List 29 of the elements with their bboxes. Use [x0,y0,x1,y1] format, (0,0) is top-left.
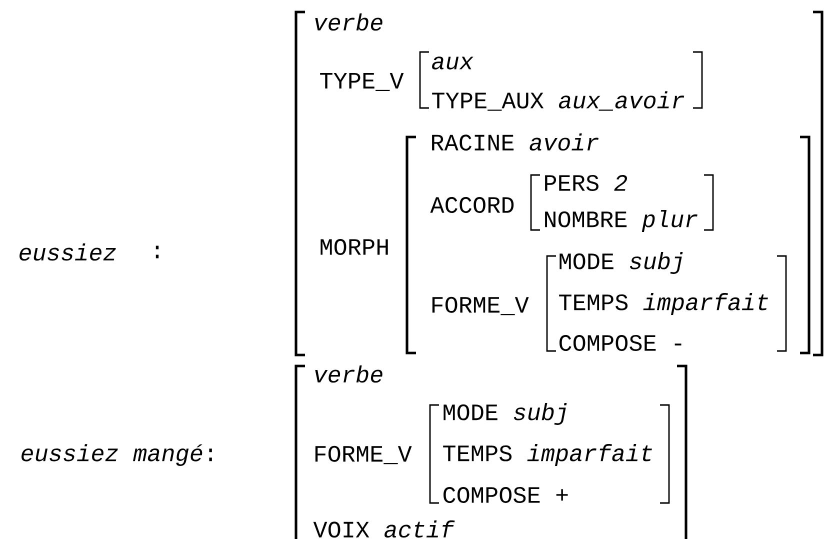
feature-pair: TEMPS imparfait [443,444,652,466]
attribute-matrix [294,10,824,356]
feature-name: FORME_V [315,446,412,464]
feature-pair: TEMPS imparfait [559,293,768,315]
attribute-matrix [406,133,810,354]
attribute-matrix [546,252,787,352]
attribute-matrix [429,403,670,504]
feature-value: verbe [315,13,382,31]
feature-pair: TYPE_AUX aux_avoir [432,91,684,111]
feature-pair: MODE subj [444,403,567,425]
feature-value: verbe [315,365,382,383]
feature-pair: NOMBRE plur [545,210,698,232]
colon: : [156,246,159,258]
feature-pair: PERS 2 [545,175,628,191]
feature-name: ACCORD [430,197,514,213]
attribute-matrix [530,174,714,232]
attribute-matrix [419,51,703,111]
feature-name: FORME_V [432,296,529,316]
feature-pair: RACINE avoir [432,133,599,151]
feature-name: MORPH [320,239,388,255]
feature-pair: COMPOSE + [444,487,568,503]
attribute-matrix [294,364,688,539]
feature-pair: MODE subj [560,252,683,274]
word-form: eussiez [20,243,116,261]
feature-pair: VOIX actif [313,520,455,538]
feature-pair: COMPOSE - [560,335,682,351]
feature-value: aux [432,56,474,70]
word-form: eussiez mangé: [22,444,212,466]
feature-name: TYPE_V [320,73,404,91]
